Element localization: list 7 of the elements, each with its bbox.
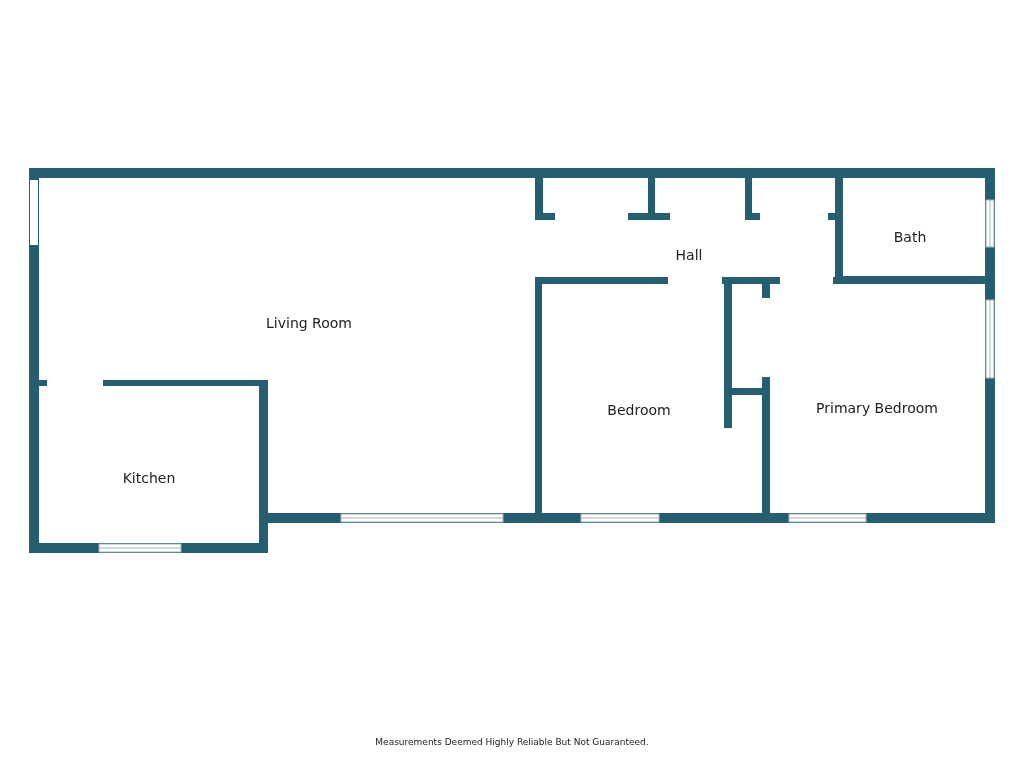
room-label: Bedroom <box>607 399 671 421</box>
room-label: Kitchen <box>122 467 176 489</box>
room-label: Hall <box>675 244 703 266</box>
room-label: Bath <box>893 226 927 248</box>
room-label: Living Room <box>266 312 352 334</box>
caption: Measurements Deemed Highly Reliable But Not Guaranteed. <box>374 736 650 749</box>
room-label: Primary Bedroom <box>816 397 938 419</box>
